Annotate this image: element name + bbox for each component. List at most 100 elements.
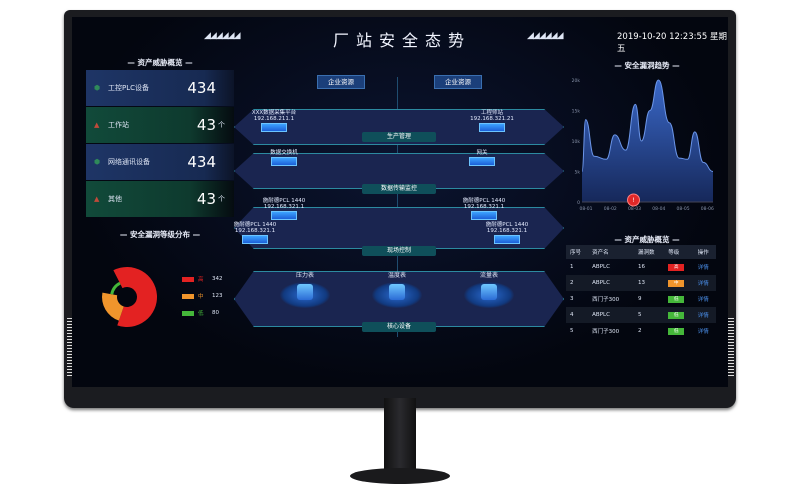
asset-card[interactable]: ▲ 其他 43 个 — [86, 181, 234, 217]
core-device[interactable]: 温度表 — [367, 270, 427, 308]
monitor-stand — [384, 398, 416, 474]
trend-area — [582, 80, 713, 202]
asset-card-value: 43 — [196, 190, 216, 208]
threat-table: 序号资产名漏洞数等级操作 1 ABPLC 16 高 详情 2 ABPLC 13 … — [566, 245, 716, 339]
legend-item: 中 123 — [182, 292, 223, 300]
node-name: 数据交换机 — [270, 150, 298, 156]
legend-swatch — [182, 293, 194, 299]
legend-swatch — [182, 276, 194, 282]
resource-button[interactable]: 企业资源 — [317, 75, 365, 89]
resource-button[interactable]: 企业资源 — [434, 75, 482, 89]
layer-label: 核心设备 — [362, 322, 436, 332]
decor-stripes: ◢◢◢◢◢◢ — [204, 31, 241, 41]
trend-title: — 安全漏洞趋势 — — [614, 61, 680, 70]
detail-link[interactable]: 详情 — [697, 313, 709, 319]
row-no: 4 — [566, 307, 589, 323]
vuln-count: 2 — [637, 328, 642, 334]
level-badge: 高 — [668, 263, 685, 271]
device-icon — [479, 123, 505, 132]
legend-label: 高 — [198, 277, 204, 283]
section-title: 安全漏洞趋势 — [624, 61, 670, 70]
device-icon — [242, 235, 268, 244]
page-title: 厂站安全态势 — [332, 31, 471, 50]
side-ruler — [67, 318, 73, 378]
asset-card-label: 工作站 — [108, 121, 129, 129]
column-header: 操作 — [693, 245, 716, 259]
core-device[interactable]: 流量表 — [459, 270, 519, 308]
y-tick-label: 0 — [577, 200, 580, 206]
node-name: 施耐德PCL 1440 — [262, 198, 306, 204]
asset-card[interactable]: ⬢ 工控PLC设备 434 — [86, 70, 234, 106]
vuln-count: 5 — [633, 307, 665, 323]
column-header: 序号 — [566, 245, 589, 259]
device-icon — [471, 211, 497, 220]
detail-link[interactable]: 详情 — [697, 281, 709, 287]
asset-card-unit: 个 — [218, 121, 225, 129]
device-icon — [372, 282, 422, 308]
asset-card-value: 434 — [187, 79, 216, 97]
level-badge: 中 — [668, 279, 685, 287]
legend-value: 123 — [212, 293, 223, 299]
row-no: 3 — [570, 296, 574, 302]
donut-slice-0 — [113, 266, 158, 327]
topology-node[interactable]: 施耐德PCL 1440 192.168.321.1 — [215, 222, 295, 244]
vuln-count: 9 — [637, 296, 642, 302]
legend-item: 低 80 — [182, 309, 219, 317]
y-tick-label: 15k — [572, 109, 581, 115]
asset-card[interactable]: ⬢ 网络通讯设备 434 — [86, 144, 234, 180]
side-ruler — [728, 318, 734, 378]
node-name: 工程师站 — [480, 110, 503, 116]
donut-slice-1 — [101, 292, 124, 321]
row-no: 5 — [570, 328, 574, 334]
node-ip: 192.168.211.1 — [253, 116, 295, 122]
datetime: 2019-10-20 12:23:55 星期五 — [617, 30, 728, 54]
monitor-base — [350, 468, 450, 484]
section-title: 安全漏洞等级分布 — [130, 230, 190, 239]
core-device-label: 流量表 — [479, 272, 498, 279]
asset-name: 西门子300 — [592, 329, 620, 335]
donut-slice-2 — [110, 281, 121, 295]
alert-marker-text: ! — [632, 197, 634, 204]
level-badge: 低 — [668, 327, 685, 335]
asset-card-unit: 个 — [218, 195, 225, 203]
vuln-count: 13 — [633, 275, 665, 291]
column-header: 漏洞数 — [633, 245, 665, 259]
x-tick-label: 08-01 — [579, 206, 592, 212]
detail-link[interactable]: 详情 — [697, 329, 709, 335]
device-icon — [261, 123, 287, 132]
section-title: 资产威胁概览 — [137, 58, 183, 67]
device-icon — [271, 157, 297, 166]
asset-name: 西门子300 — [592, 297, 620, 303]
topology-node[interactable]: XXX数据采集平台 192.168.211.1 — [234, 110, 314, 132]
topology-node[interactable]: 网关 — [442, 150, 522, 166]
topology-node[interactable]: 施耐德PCL 1440 192.168.321.1 — [444, 198, 524, 220]
node-name: 施耐德PCL 1440 — [485, 222, 529, 228]
node-ip: 192.168.321.1 — [234, 228, 276, 234]
node-ip: 192.168.321.1 — [486, 228, 528, 234]
asset-card[interactable]: ▲ 工作站 43 个 — [86, 107, 234, 143]
decor-stripes: ◢◢◢◢◢◢ — [527, 31, 564, 41]
alert-marker[interactable] — [627, 193, 641, 207]
topology-node[interactable]: 施耐德PCL 1440 192.168.321.1 — [467, 222, 547, 244]
warning-icon: ▲ — [94, 195, 100, 203]
topology-node[interactable]: 施耐德PCL 1440 192.168.321.1 — [244, 198, 324, 220]
core-device[interactable]: 压力表 — [275, 270, 335, 308]
node-name: 施耐德PCL 1440 — [462, 198, 506, 204]
topology-node[interactable]: 工程师站 192.168.321.21 — [452, 110, 532, 132]
node-name: 施耐德PCL 1440 — [233, 222, 277, 228]
warning-icon: ▲ — [94, 121, 100, 129]
asset-name: ABPLC — [592, 264, 610, 270]
legend-item: 高 342 — [182, 275, 223, 283]
row-no: 2 — [566, 275, 589, 291]
legend-label: 低 — [198, 311, 204, 317]
table-row: 3 西门子300 9 低 详情 — [566, 291, 716, 307]
detail-link[interactable]: 详情 — [697, 297, 709, 303]
section-title: 资产威胁概览 — [624, 235, 670, 244]
table-row: 1 ABPLC 16 高 详情 — [566, 259, 716, 275]
table-row: 4 ABPLC 5 低 详情 — [566, 307, 716, 323]
legend-label: 中 — [198, 294, 204, 300]
device-icon — [469, 157, 495, 166]
y-tick-label: 10k — [572, 139, 581, 145]
topology-node[interactable]: 数据交换机 — [244, 150, 324, 166]
detail-link[interactable]: 详情 — [697, 265, 709, 271]
